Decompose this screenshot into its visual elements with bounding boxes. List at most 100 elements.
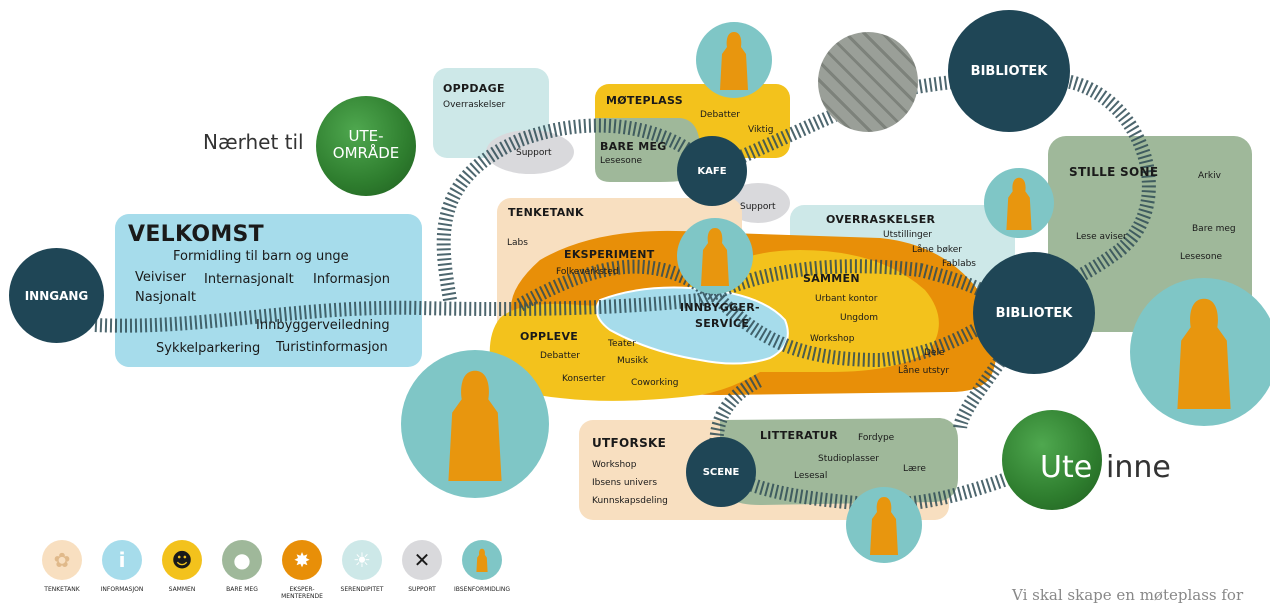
- innbyggerservice-line2: SERVICE: [695, 317, 750, 330]
- legend-label: SAMMEN: [168, 586, 196, 593]
- velkomst-item: Turistinformasjon: [276, 340, 388, 355]
- uteomrade-line2: OMRÅDE: [332, 144, 400, 162]
- uteomrade-prefix: Nærhet til: [203, 130, 304, 154]
- bulb-icon: ☀: [342, 540, 382, 580]
- bare-meg-title: BARE MEG: [600, 140, 667, 153]
- oppdage-title: OPPDAGE: [443, 82, 505, 95]
- overraskelser-title: OVERRASKELSER: [826, 213, 936, 226]
- moteplass-title: MØTEPLASS: [606, 94, 683, 107]
- velkomst-title: VELKOMST: [128, 222, 264, 247]
- overraskelser-item: Utstillinger: [883, 230, 932, 240]
- grass-photo-uteomrade: [316, 96, 416, 196]
- scene-circle: SCENE: [686, 437, 756, 507]
- oppleve-item: Coworking: [631, 378, 679, 388]
- bare-meg-item: Lesesone: [600, 156, 643, 166]
- legend-label: INFORMASJON: [100, 586, 144, 593]
- bare-meg-zone: [595, 118, 700, 182]
- ibsen-icon: [462, 540, 502, 580]
- stille-sone-item: Bare meg: [1192, 224, 1236, 234]
- legend-label: SERENDIPITET: [340, 586, 384, 593]
- legend-label: IBSENFORMIDLING: [453, 586, 511, 593]
- oppdage-item: Overraskelser: [443, 100, 506, 110]
- legend-item-ibsenformidling: IBSENFORMIDLING: [447, 540, 517, 593]
- person-figure-icon: [448, 370, 502, 481]
- sammen-item: Urbant kontor: [815, 294, 878, 304]
- ibsen-circle-large-left: [401, 350, 549, 498]
- kafe-label: KAFE: [697, 165, 727, 177]
- stille-sone-item: Lesesone: [1180, 252, 1223, 262]
- stille-sone-title: STILLE SONE: [1069, 165, 1159, 179]
- cobblestone-photo: [818, 32, 918, 132]
- ute-label: Ute: [1040, 450, 1093, 485]
- ibsen-circle-eksperiment: [677, 218, 753, 294]
- legend-item-support: ✕ SUPPORT: [387, 540, 457, 593]
- uteomrade-label: UTE- OMRÅDE: [316, 128, 416, 162]
- sammen-item: Workshop: [810, 334, 855, 344]
- inngang-circle: INNGANG: [9, 248, 104, 343]
- bibliotek-top-circle: BIBLIOTEK: [948, 10, 1070, 132]
- velkomst-item: Innbyggerveiledning: [256, 318, 390, 333]
- info-icon: i: [102, 540, 142, 580]
- group-icon: ☻: [162, 540, 202, 580]
- tenketank-title: TENKETANK: [508, 206, 584, 219]
- litteratur-zone: [720, 418, 958, 505]
- oppleve-item: Teater: [608, 339, 636, 349]
- legend-label: EKSPER- MENTERENDE: [281, 586, 323, 600]
- person-figure-icon: [720, 32, 748, 90]
- sammen-title: SAMMEN: [803, 272, 860, 285]
- overraskelser-item: Fablabs: [942, 259, 976, 269]
- utforske-item: Workshop: [592, 460, 637, 470]
- litteratur-item: Studioplasser: [818, 454, 880, 464]
- legend-item-tenketank: ✿ TENKETANK: [27, 540, 97, 593]
- eksperiment-item: Folkeverksted: [556, 267, 619, 277]
- litteratur-item: Lesesal: [794, 471, 828, 481]
- person-figure-icon: [701, 228, 729, 286]
- litteratur-title: LITTERATUR: [760, 429, 838, 442]
- innbyggerservice-line1: INNBYGGER-: [680, 301, 760, 314]
- legend-item-eksperimenterende: ✸ EKSPER- MENTERENDE: [267, 540, 337, 600]
- sammen-item: Ungdom: [840, 313, 878, 323]
- bibliotek-mid-circle: BIBLIOTEK: [973, 252, 1095, 374]
- bibliotek-mid-label: BIBLIOTEK: [995, 305, 1073, 321]
- inne-label: inne: [1106, 450, 1171, 485]
- utforske-item: Ibsens univers: [592, 478, 658, 488]
- litteratur-item: Lære: [903, 464, 926, 474]
- brain-icon: ✿: [42, 540, 82, 580]
- dele-item: Dele: [924, 348, 945, 358]
- stille-sone-item: Arkiv: [1198, 171, 1221, 181]
- ibsen-circle-large-right: [1130, 278, 1270, 426]
- scene-label: SCENE: [702, 466, 740, 478]
- dele-item: Låne utstyr: [898, 366, 950, 376]
- velkomst-item: Veiviser: [135, 270, 186, 285]
- moteplass-item: Debatter: [700, 110, 740, 120]
- legend-label: TENKETANK: [44, 586, 80, 593]
- person-figure-icon: [1177, 298, 1231, 409]
- legend-item-serendipitet: ☀ SERENDIPITET: [327, 540, 397, 593]
- utforske-title: UTFORSKE: [592, 436, 667, 450]
- litteratur-item: Fordype: [858, 433, 895, 443]
- legend-label: BARE MEG: [226, 586, 258, 593]
- velkomst-item: Internasjonalt: [204, 272, 294, 287]
- person-figure-icon: [1006, 177, 1032, 230]
- eksperiment-title: EKSPERIMENT: [564, 248, 655, 261]
- stille-sone-item: Lese aviser: [1076, 232, 1127, 242]
- tenketank-item: Labs: [507, 238, 528, 248]
- person-icon: ●: [222, 540, 262, 580]
- ibsen-circle-bottom: [846, 487, 922, 563]
- oppleve-item: Konserter: [562, 374, 606, 384]
- person-figure-icon: [870, 497, 898, 555]
- oppdage-support-bubble: [486, 130, 574, 174]
- legend-item-informasjon: i INFORMASJON: [87, 540, 157, 593]
- kafe-circle: KAFE: [677, 136, 747, 206]
- ibsen-circle-overraskelser: [984, 168, 1054, 238]
- support-label-kafe: Support: [740, 202, 776, 212]
- inngang-label: INNGANG: [24, 288, 89, 303]
- utforske-item: Kunnskapsdeling: [592, 496, 668, 506]
- velkomst-item: Formidling til barn og unge: [173, 249, 349, 264]
- oppleve-item: Musikk: [617, 356, 649, 366]
- velkomst-item: Sykkelparkering: [156, 341, 261, 356]
- velkomst-item: Informasjon: [313, 272, 390, 287]
- support-label-oppdage: Support: [516, 148, 552, 158]
